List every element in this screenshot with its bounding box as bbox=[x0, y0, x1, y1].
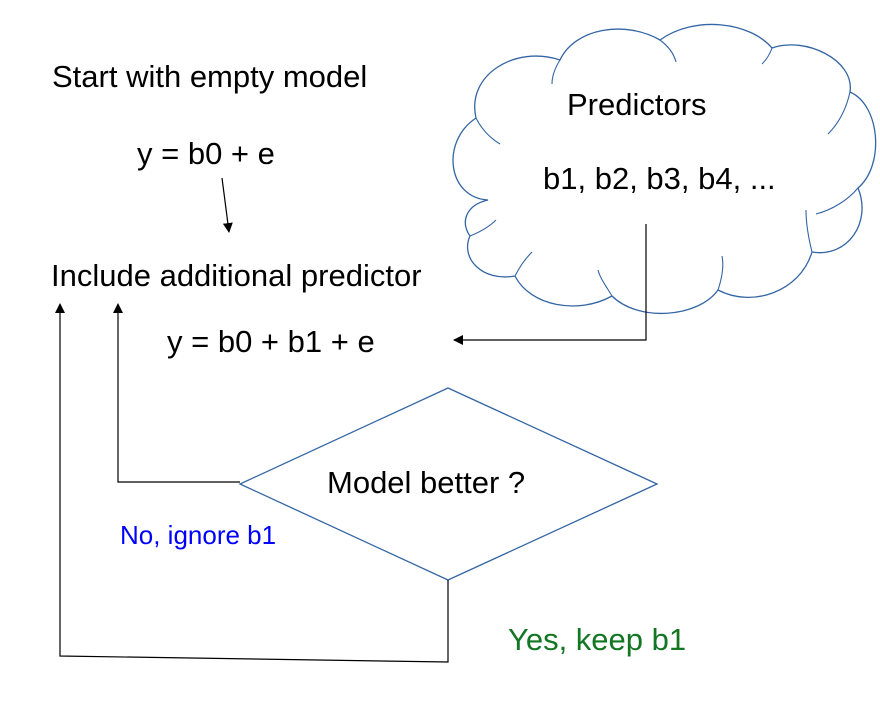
cloud-inner-arc bbox=[761, 47, 773, 65]
cloud-inner-arc bbox=[659, 39, 677, 63]
cloud-predictor-list: b1, b2, b3, b4, ... bbox=[543, 161, 776, 196]
cloud-title: Predictors bbox=[567, 87, 707, 122]
include-predictor-label: Include additional predictor bbox=[51, 258, 422, 293]
cloud-inner-arc bbox=[514, 251, 533, 277]
empty-model-equation: y = b0 + e bbox=[137, 136, 275, 171]
cloud-inner-arc bbox=[717, 255, 724, 291]
arrow-empty-to-include bbox=[221, 177, 233, 233]
cloud-inner-arc bbox=[551, 59, 561, 85]
decision-label: Model better ? bbox=[327, 465, 526, 500]
cloud-inner-arc bbox=[469, 219, 497, 237]
cloud-inner-arc bbox=[815, 187, 859, 215]
cloud-inner-arc bbox=[805, 209, 813, 253]
arrow-yes-loop bbox=[55, 303, 449, 663]
yes-branch-label: Yes, keep b1 bbox=[508, 622, 687, 657]
cloud-inner-arc bbox=[827, 91, 851, 135]
start-label: Start with empty model bbox=[52, 59, 368, 94]
arrow-no-loop bbox=[113, 303, 240, 483]
predictors-cloud bbox=[452, 23, 877, 314]
cloud-inner-arc bbox=[475, 117, 501, 145]
arrow-cloud-to-model bbox=[453, 224, 647, 345]
no-branch-label: No, ignore b1 bbox=[120, 520, 277, 550]
cloud-inner-arc bbox=[597, 269, 613, 297]
new-model-equation: y = b0 + b1 + e bbox=[167, 324, 375, 359]
